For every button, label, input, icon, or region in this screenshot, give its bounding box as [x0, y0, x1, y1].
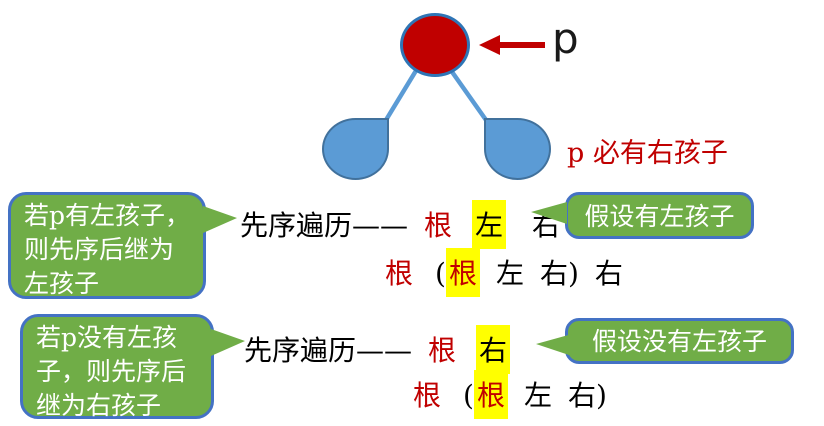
right-child-node — [484, 118, 551, 180]
token-highlight-root: 根 — [473, 370, 508, 419]
bubble-text: 假设没有左孩子 — [591, 327, 767, 356]
token-highlight: 左 — [472, 200, 507, 249]
bubble-line: 继为右孩子 — [36, 391, 162, 420]
token-right: 右 — [594, 257, 623, 290]
token-root: 根 — [385, 257, 414, 290]
bubble-line: 若p有左孩子， — [24, 201, 191, 230]
bubble-line: 左孩子 — [24, 269, 100, 298]
edge-left — [384, 67, 419, 122]
right-bubble-assume-no-left: 假设没有左孩子 — [565, 318, 794, 364]
traversal-prefix: 先序遍历—— — [244, 334, 413, 367]
left-bubble-has-left-child: 若p有左孩子， 则先序后继为 左孩子 — [8, 192, 206, 299]
right-bubble-assume-left: 假设有左孩子 — [565, 192, 754, 239]
token-left: 左 — [523, 379, 552, 412]
arrow-left-head-icon — [479, 35, 500, 55]
edge-right — [448, 67, 488, 122]
speech-bubble-tail — [531, 202, 567, 224]
token-open-paren: ( — [435, 257, 446, 290]
token-highlight-root: 根 — [445, 248, 480, 297]
speech-bubble-tail — [536, 334, 572, 356]
preorder-line-no-left: 先序遍历—— 根右 — [244, 325, 511, 374]
right-child-note: p 必有右孩子 — [567, 138, 728, 169]
speech-bubble-tail — [203, 206, 237, 233]
token-root: 根 — [413, 379, 442, 412]
bubble-line: 若p没有左孩 — [36, 323, 178, 352]
left-child-node — [322, 118, 389, 180]
root-node — [400, 13, 470, 77]
bubble-line: 则先序后继为 — [24, 235, 175, 264]
token-root: 根 — [424, 209, 453, 242]
speech-bubble-tail — [211, 329, 245, 356]
token-open-paren: ( — [463, 379, 474, 412]
p-label: p — [552, 14, 579, 63]
token-right-close: 右) — [539, 257, 579, 290]
token-highlight: 右 — [476, 325, 511, 374]
expansion-line-no-left: 根(根左右) — [413, 370, 607, 419]
traversal-prefix: 先序遍历—— — [240, 209, 409, 242]
bubble-text: 假设有左孩子 — [584, 202, 735, 231]
preorder-line-has-left: 先序遍历——根左右 — [240, 200, 560, 249]
expansion-line-has-left: 根(根左右)右 — [385, 248, 623, 297]
left-bubble-no-left-child: 若p没有左孩 子，则先序后 继为右孩子 — [20, 314, 214, 420]
token-left: 左 — [495, 257, 524, 290]
token-root: 根 — [428, 334, 457, 367]
token-right-close: 右) — [567, 379, 607, 412]
bubble-line: 子，则先序后 — [36, 357, 187, 386]
